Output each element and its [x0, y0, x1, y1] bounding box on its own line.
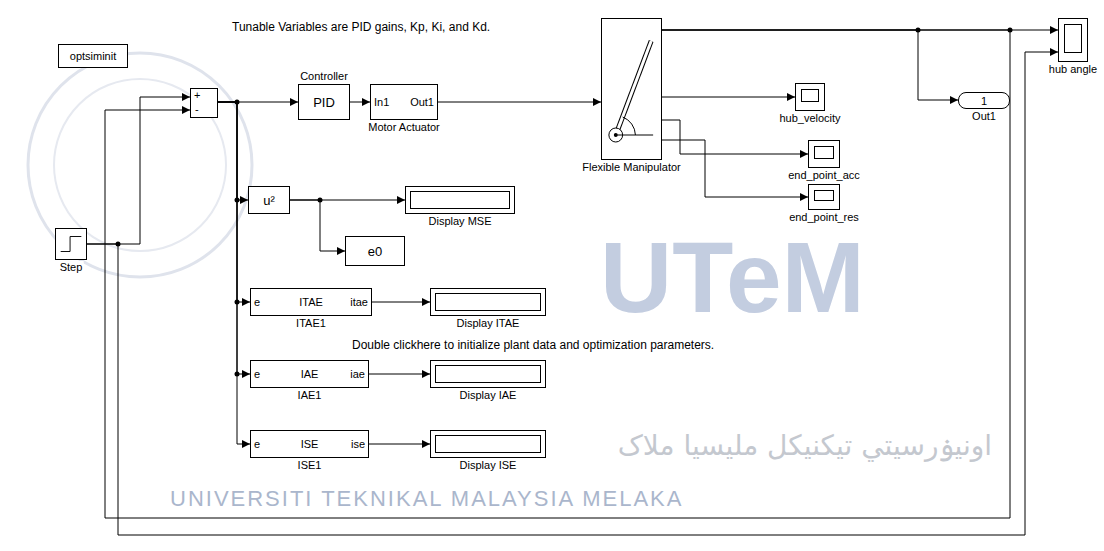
display-block: Display IAE — [430, 360, 546, 388]
seal-ring — [28, 53, 252, 277]
block-text: itae — [350, 296, 368, 309]
block-label: Out1 — [971, 110, 997, 123]
scope-block: hub_velocity — [795, 83, 825, 111]
block-label: Flexible Manipulator — [581, 161, 681, 174]
signal-line — [662, 120, 808, 154]
display-block: Display ISE — [430, 430, 546, 458]
block-label: Step — [59, 261, 84, 274]
block-text: iae — [350, 368, 365, 381]
block-text: e — [254, 438, 260, 451]
manipulator-icon — [602, 19, 661, 159]
signal-line — [87, 97, 190, 244]
signal-line — [87, 52, 1058, 535]
signal-line — [105, 30, 1010, 518]
block-label: end_point_acc — [787, 169, 861, 182]
block-text: + — [194, 89, 200, 102]
block-label: IAE1 — [297, 389, 323, 402]
signal-line — [218, 102, 250, 444]
scope-screen — [814, 190, 834, 201]
subsystem-block: In1Out1Motor Actuator — [370, 84, 438, 120]
block-label: ITAE1 — [295, 317, 327, 330]
signal-line — [290, 200, 345, 251]
block-label: - — [195, 103, 199, 116]
note-text: Tunable Variables are PID gains, Kp, Ki,… — [232, 20, 490, 34]
signal-line — [662, 140, 808, 197]
outport-block: 1Out1 — [958, 92, 1010, 109]
pid-block: ControllerPID — [298, 84, 350, 120]
signal-line — [218, 102, 250, 374]
watermark-logo: UTeM — [600, 230, 865, 325]
block-label: Controller — [299, 70, 349, 83]
junction-dots — [116, 28, 1013, 377]
block-label: Display MSE — [428, 215, 493, 228]
signal-line — [218, 102, 248, 200]
signal-line — [218, 102, 250, 302]
workspace-block: e0 — [345, 236, 405, 266]
display-block: Display MSE — [405, 186, 515, 214]
display-pane — [410, 191, 510, 209]
step-block: Step — [55, 228, 87, 260]
seal-ring — [54, 79, 226, 251]
signal-line — [438, 102, 601, 103]
scope-screen — [801, 89, 819, 102]
display-block: Display ITAE — [430, 288, 546, 316]
signal-line — [369, 374, 430, 375]
block-text: ise — [351, 438, 365, 451]
plant-block: Flexible Manipulator — [601, 18, 662, 160]
display-pane — [435, 365, 541, 383]
block-label: end_point_res — [788, 211, 860, 224]
display-pane — [435, 435, 541, 453]
math-block: u² — [248, 186, 290, 214]
block-text: PID — [299, 96, 349, 109]
signal-line — [369, 444, 430, 445]
scope-block: end_point_acc — [808, 140, 840, 168]
scope-screen — [1064, 24, 1082, 53]
block-text: e0 — [346, 245, 404, 258]
block-text: ISE — [251, 438, 368, 451]
block-text: e — [254, 296, 260, 309]
block-text: In1 — [374, 96, 389, 109]
block-text: optsiminit — [59, 50, 127, 63]
sum-block: +- — [190, 88, 218, 118]
subsystem-block: eISEiseISE1 — [250, 430, 369, 458]
block-text: e — [254, 368, 260, 381]
subsystem-block: eITAEitaeITAE1 — [250, 288, 372, 316]
block-label: ISE1 — [297, 459, 323, 472]
block-text: u² — [249, 194, 289, 207]
block-text: 1 — [959, 94, 1009, 107]
init-block: optsiminit — [58, 44, 128, 68]
block-text: Out1 — [410, 96, 434, 109]
subsystem-block: eIAEiaeIAE1 — [250, 360, 369, 388]
block-label: hub angle — [1048, 63, 1098, 76]
signal-line — [372, 302, 430, 303]
watermark-text: UNIVERSITI TEKNIKAL MALAYSIA MELAKA — [170, 486, 683, 512]
block-label: hub_velocity — [778, 112, 841, 125]
block-label: Display ITAE — [456, 317, 521, 330]
signal-line — [350, 102, 370, 103]
scope-screen — [814, 146, 834, 159]
signal-line — [662, 97, 795, 98]
note-text: Double clickhere to initialize plant dat… — [352, 338, 714, 352]
step-icon — [56, 229, 86, 259]
scope-block: end_point_res — [808, 184, 840, 210]
scope-block: hub angle — [1058, 18, 1088, 62]
block-label: Display ISE — [459, 459, 518, 472]
display-pane — [435, 293, 541, 311]
block-label: Display IAE — [459, 389, 518, 402]
watermark-text: اونيۏرسيتي تيکنيکل مليسيا ملاک — [618, 428, 992, 464]
block-label: Motor Actuator — [367, 121, 441, 134]
